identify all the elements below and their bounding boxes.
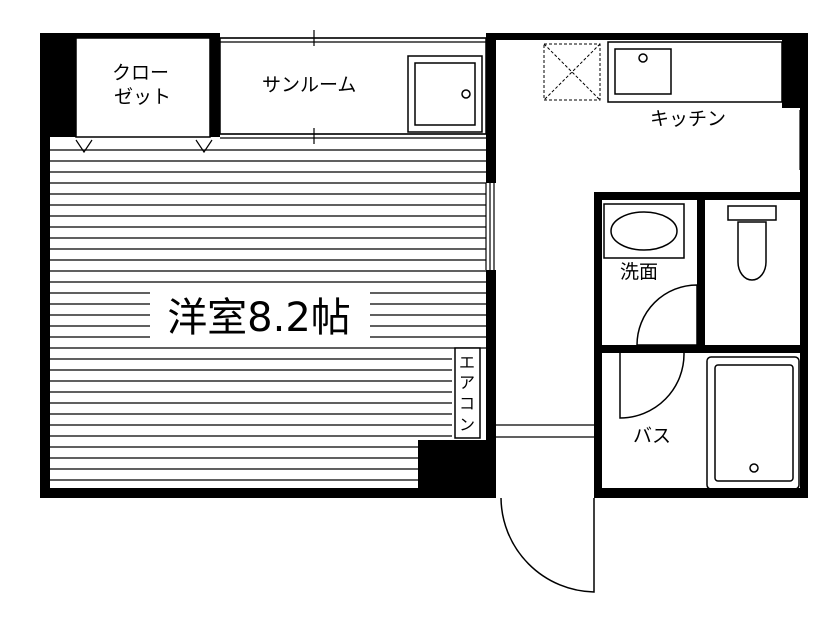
washroom-door-swing [636,284,698,346]
bathtub [706,356,800,490]
entrance-door-swing [500,497,595,593]
bath-door-swing [619,352,685,419]
corridor-threshold [496,424,594,438]
walls [40,33,808,498]
aircon-label-3: コ [459,394,475,413]
closet-label-line1: クロー [112,62,169,84]
bath-label: バス [633,425,671,447]
aircon-label-4: ン [459,415,475,434]
room-partition-door [485,183,495,270]
floor-hatching [50,149,486,481]
wash-basin [603,203,685,259]
sunroom-sink [407,55,483,133]
toilet [727,205,777,281]
sunroom-window [220,30,486,144]
kitchen-window [799,110,805,170]
aircon-label-2: ア [459,373,475,392]
washroom-label: 洗面 [620,261,658,283]
aircon-box [454,347,481,439]
western-room-label: 洋室8.2帖 [167,295,351,341]
aircon-label-1: エ [459,353,475,372]
kitchen-stove [543,43,601,101]
kitchen-label: キッチン [650,108,726,130]
kitchen-counter [607,41,783,103]
closet-door-markers [75,139,213,154]
western-room-label-bg [152,284,366,340]
sunroom-label: サンルーム [262,74,356,96]
closet-label-line2: ゼット [114,86,171,108]
closet [75,37,211,138]
